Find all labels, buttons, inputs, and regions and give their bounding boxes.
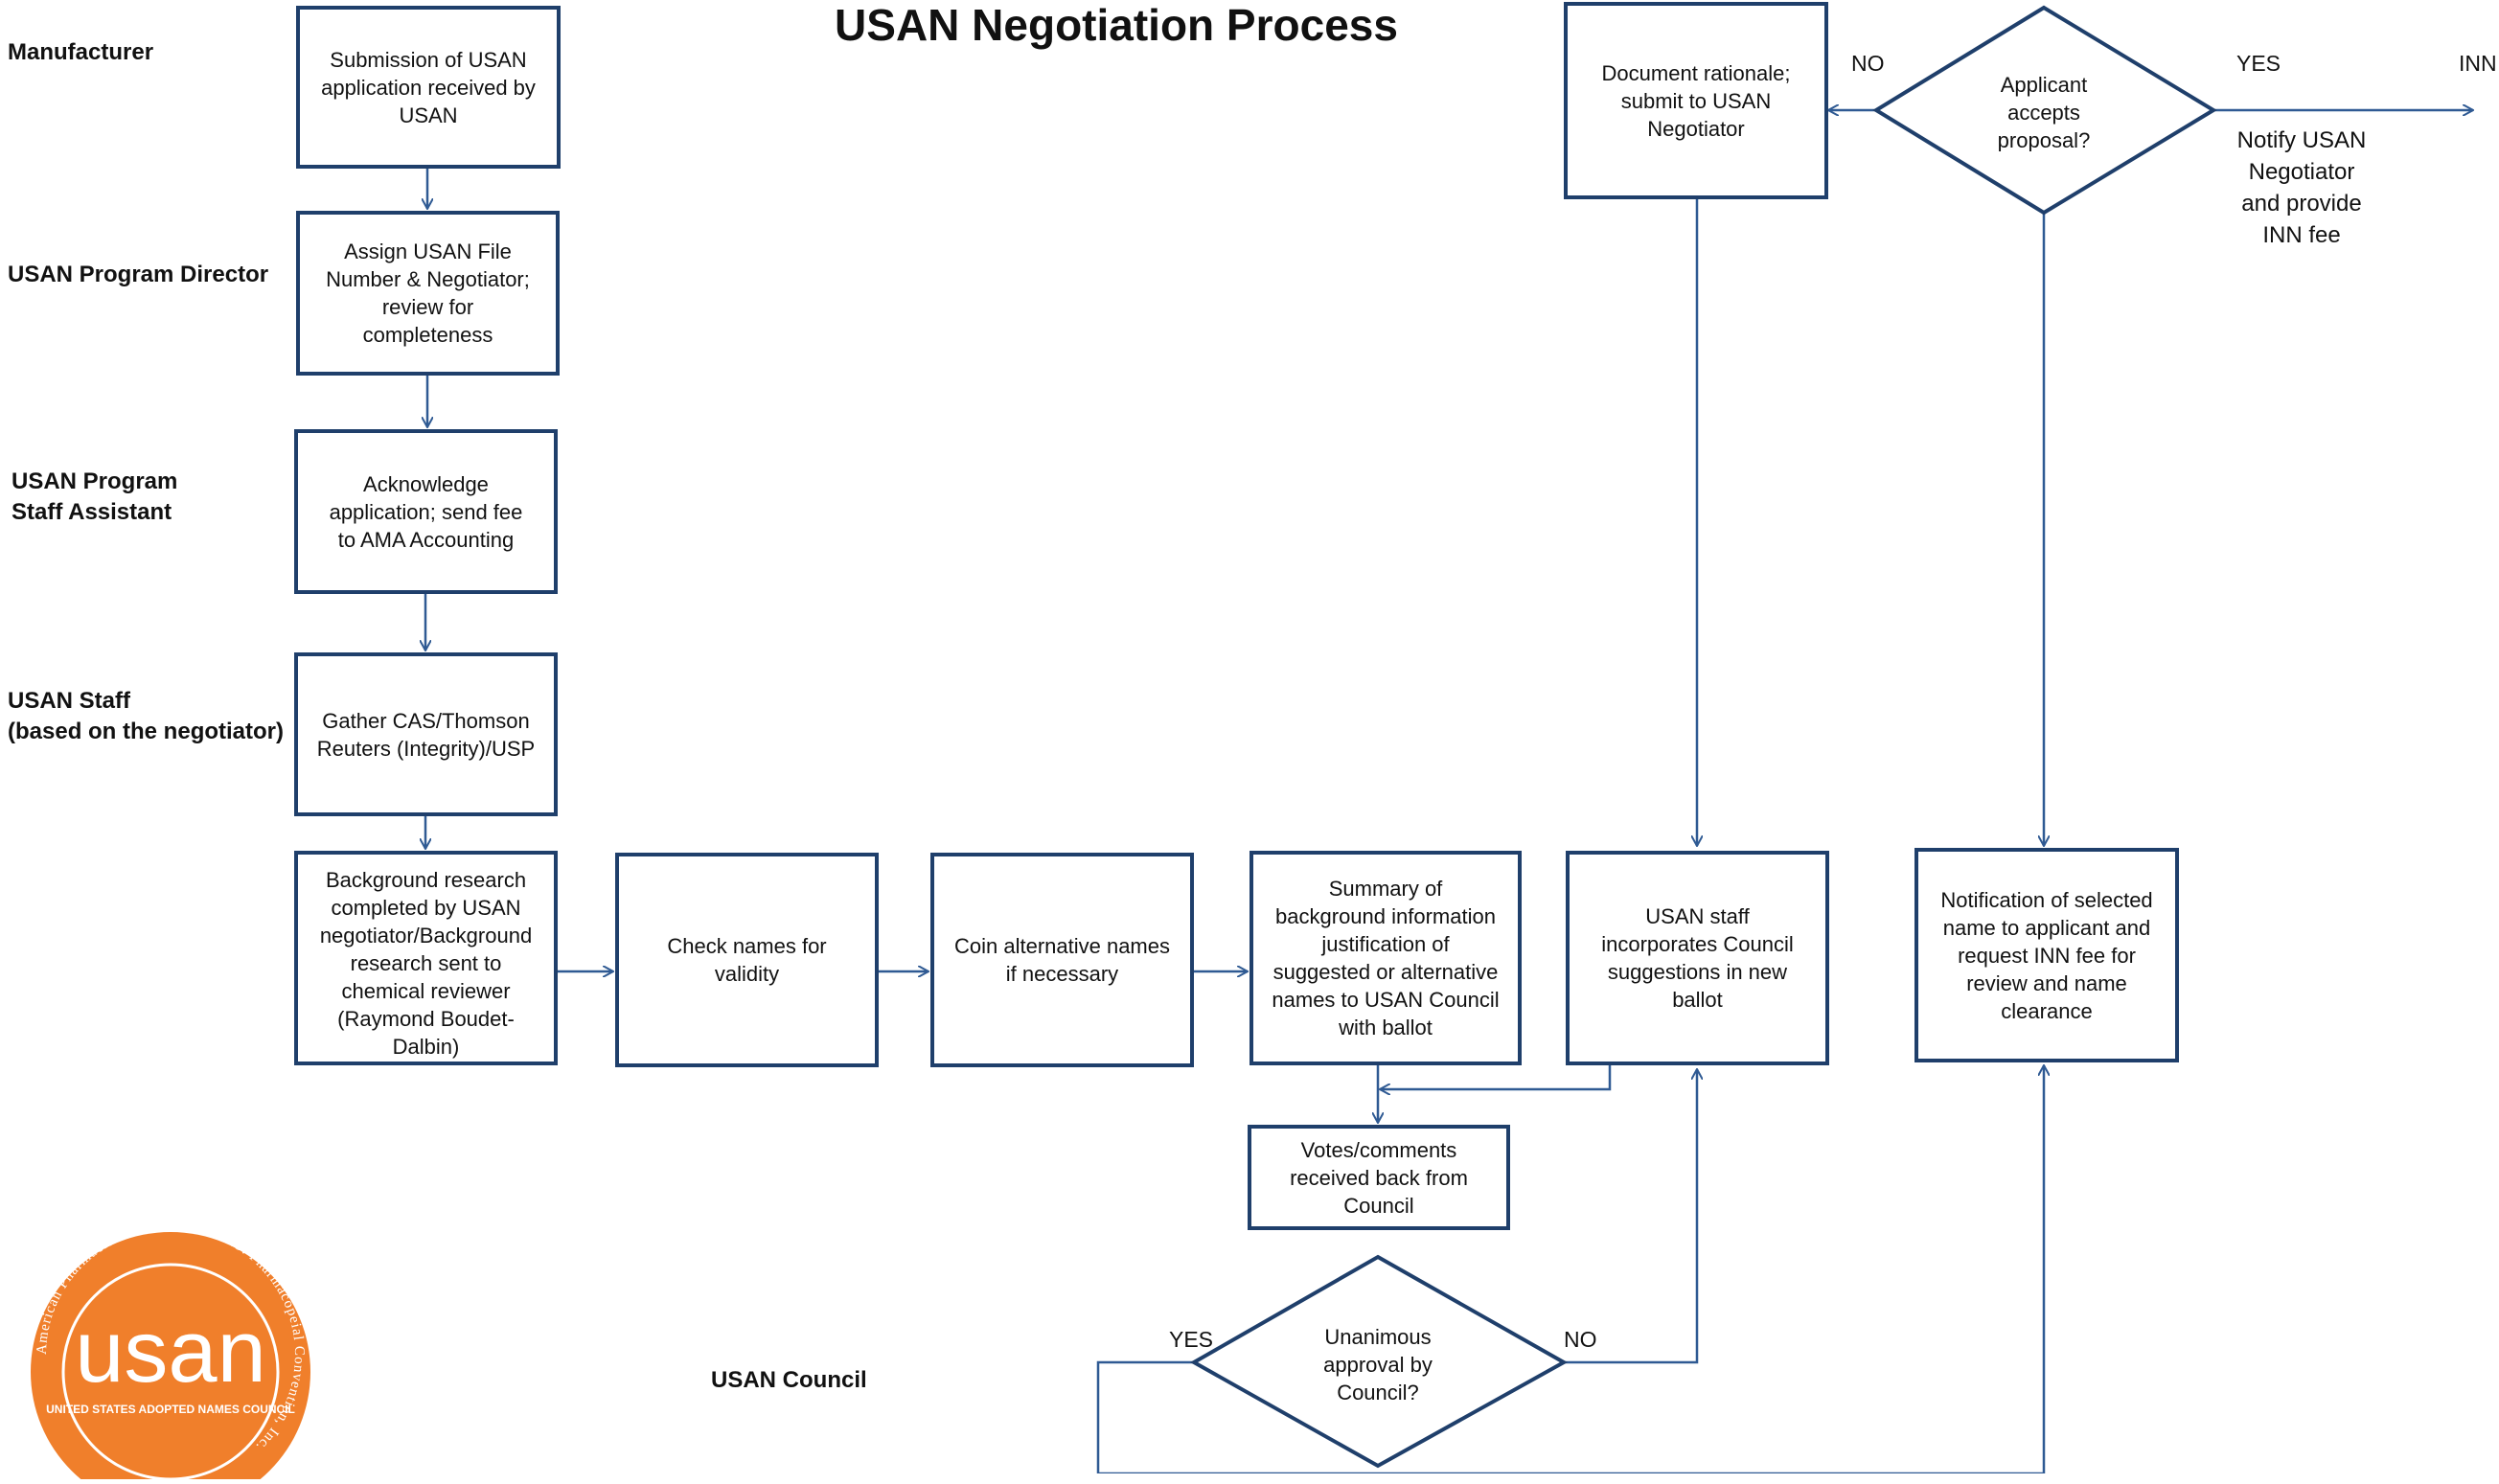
box-coin-text: Coin alternative names if necessary [953,934,1170,986]
note-notify-inn-fee: Notify USAN Negotiator and provide INN f… [2236,127,2367,248]
box-check-names-text: Check names for validity [667,934,827,986]
box-acknowledge-application: Acknowledge application; send fee to AMA… [294,429,558,594]
label-yes-bottom: YES [1169,1327,1214,1352]
box-assign-file-number: Assign USAN File Number & Negotiator; re… [296,211,560,376]
box-votes-text: Votes/comments received back from Counci… [1290,1137,1468,1218]
lane-usan-council: USAN Council [711,1367,867,1393]
label-inn: INN [2459,51,2497,76]
label-no-top: NO [1851,51,1885,76]
decision-unanimous-text: Unanimous approval by Council? [1323,1325,1433,1404]
box-assign-text: Assign USAN File Number & Negotiator; re… [326,240,530,347]
box-gather-sources: Gather CAS/Thomson Reuters (Integrity)/U… [294,652,558,816]
box-check-names: Check names for validity [615,853,879,1067]
diagram-title: USAN Negotiation Process [835,0,1398,50]
lane-usan-staff-line1: USAN Staff [8,688,131,714]
decision-applicant-accepts-text: Applicant accepts proposal? [1997,73,2091,151]
decision-unanimous-approval [1189,1254,1569,1469]
box-summary-text: Summary of background information justif… [1272,877,1500,1039]
box-submission-text: Submission of USAN application received … [321,47,536,127]
logo-band-text: UNITED STATES ADOPTED NAMES COUNCIL [46,1403,295,1416]
box-staff-incorporates-text: USAN staff incorporates Council suggesti… [1601,904,1794,1012]
box-notification-text: Notification of selected name to applica… [1940,887,2153,1023]
logo-wordmark: usan [75,1303,266,1401]
box-document-rationale: Document rationale; submit to USAN Negot… [1564,2,1828,199]
label-yes-top: YES [2236,51,2281,76]
box-background-text: Background research completed by USAN ne… [319,868,533,1059]
arrow-council-yes-to-notification [1096,1065,2044,1473]
box-staff-incorporates: USAN staff incorporates Council suggesti… [1566,851,1829,1065]
arrow-council-no-to-staff [1564,1069,1697,1364]
box-votes-received: Votes/comments received back from Counci… [1248,1125,1510,1230]
label-no-bottom: NO [1564,1327,1597,1352]
box-acknowledge-text: Acknowledge application; send fee to AMA… [329,471,523,552]
decision-applicant-accepts [1872,5,2217,216]
usan-logo: American Pharmacists Association · U.S. … [27,1219,316,1484]
lane-staff-assistant-line1: USAN Program [11,468,178,494]
box-summary-ballot: Summary of background information justif… [1250,851,1522,1065]
box-submission-received: Submission of USAN application received … [296,6,561,169]
box-notification-selected-name: Notification of selected name to applica… [1914,848,2179,1062]
lane-usan-staff-line2: (based on the negotiator) [8,719,284,744]
lane-staff-assistant-line2: Staff Assistant [11,499,172,525]
box-coin-alternative-names: Coin alternative names if necessary [930,853,1194,1067]
arrow-staff-to-votes [1380,1064,1612,1089]
box-document-rationale-text: Document rationale; submit to USAN Negot… [1601,60,1791,141]
lane-program-director: USAN Program Director [8,262,269,287]
lane-manufacturer: Manufacturer [8,39,154,65]
box-gather-text: Gather CAS/Thomson Reuters (Integrity)/U… [316,708,536,761]
box-background-research: Background research completed by USAN ne… [294,851,558,1065]
